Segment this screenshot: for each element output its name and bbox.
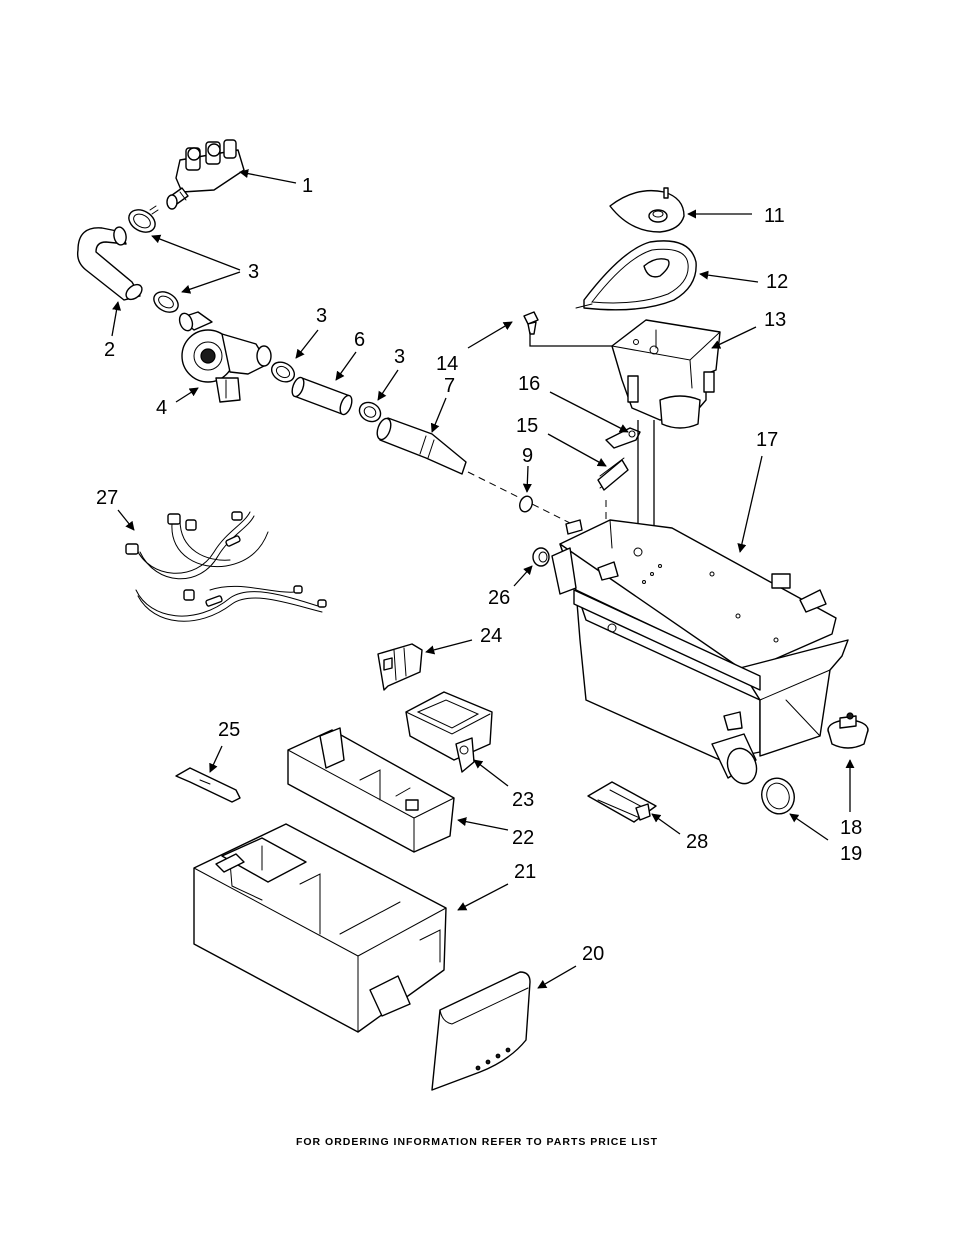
- part-3-clamp-pump: [270, 361, 296, 383]
- callout-24: 24: [480, 625, 502, 647]
- callout-1: 1: [302, 175, 313, 197]
- part-6-tube: [291, 376, 353, 416]
- part-23-siphon-cap: [405, 691, 493, 773]
- part-18-sensor: [827, 712, 869, 749]
- part-22-tray-insert: [287, 727, 455, 853]
- callout-21: 21: [514, 861, 536, 883]
- part-12-gasket: [575, 240, 697, 311]
- screw-alignment-line: [529, 332, 618, 347]
- part-25-lever: [175, 767, 241, 803]
- part-28-clip: [587, 781, 657, 823]
- part-19-ring: [711, 733, 795, 815]
- callout-4: 4: [156, 397, 167, 419]
- callout-2: 2: [104, 339, 115, 361]
- part-20-drawer-front: [431, 971, 531, 1091]
- callout-18: 18: [840, 817, 862, 839]
- callout-6: 6: [354, 329, 365, 351]
- part-3-clamp-top: [128, 205, 159, 233]
- part-16-clip: [605, 427, 641, 449]
- part-26-plug: [532, 547, 550, 567]
- callout-12: 12: [766, 271, 788, 293]
- callout-16: 16: [518, 373, 540, 395]
- callout-23: 23: [512, 789, 534, 811]
- callout-3: 3: [394, 346, 405, 368]
- part-7-drain-tube: [376, 417, 467, 475]
- part-24-bracket: [377, 643, 423, 691]
- part-21-drawer: [193, 823, 447, 1033]
- part-9-o-ring: [519, 495, 533, 513]
- part-3-clamp-tube: [358, 401, 382, 423]
- leader-lines: [111, 169, 855, 989]
- callout-14: 14: [436, 353, 458, 375]
- part-14-screw: [523, 311, 539, 335]
- callout-numbers: 1 3 2 4 3 6 3 7 9 11 12 13 14 16 15 17 2…: [96, 175, 862, 965]
- part-17-dispenser-housing: [551, 519, 849, 761]
- callout-13: 13: [764, 309, 786, 331]
- callout-11: 11: [764, 205, 785, 227]
- callout-20: 20: [582, 943, 604, 965]
- callout-17: 17: [756, 429, 778, 451]
- callout-25: 25: [218, 719, 240, 741]
- callout-26: 26: [488, 587, 510, 609]
- callout-22: 22: [512, 827, 534, 849]
- callout-3: 3: [316, 305, 327, 327]
- part-13-bracket: [611, 319, 721, 429]
- part-27-wire-harness: [125, 511, 327, 622]
- callout-15: 15: [516, 415, 538, 437]
- callout-3: 3: [248, 261, 259, 283]
- part-3-clamp-middle: [153, 291, 179, 313]
- part-2-hose: [76, 226, 143, 301]
- footer-note: FOR ORDERING INFORMATION REFER TO PARTS …: [295, 1136, 659, 1148]
- callout-28: 28: [686, 831, 708, 853]
- part-15-spring: [597, 457, 629, 491]
- part-1-water-valve: [166, 139, 245, 210]
- part-11-cap: [609, 187, 685, 233]
- callout-7: 7: [444, 375, 455, 397]
- callout-9: 9: [522, 445, 533, 467]
- part-4-pump: [178, 311, 272, 403]
- callout-27: 27: [96, 487, 118, 509]
- callout-19: 19: [840, 843, 862, 865]
